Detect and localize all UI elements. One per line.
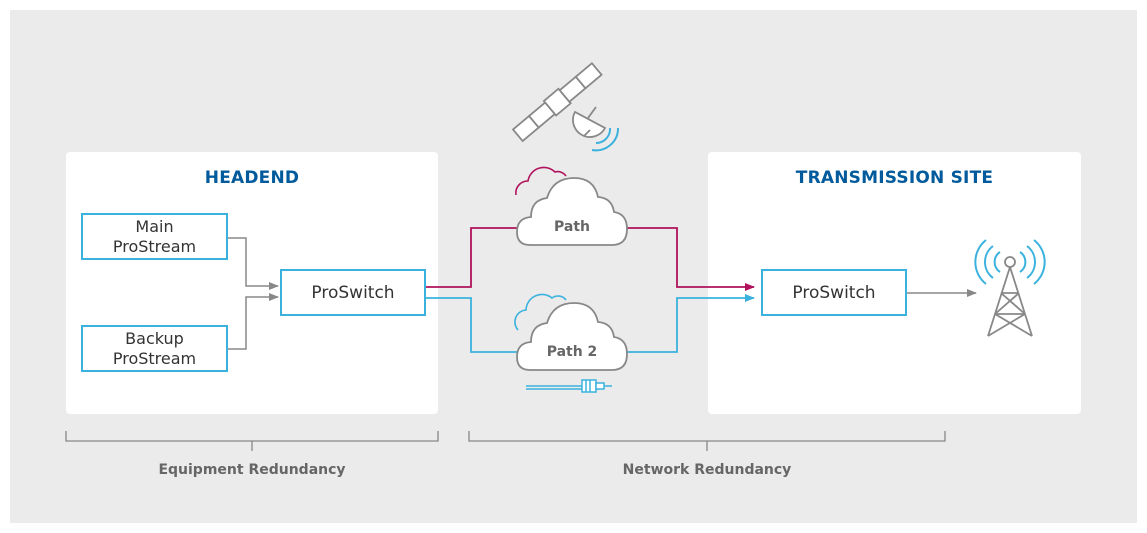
network-redundancy-bracket [468, 431, 946, 451]
cloud-icon [514, 293, 628, 371]
headend-proswitch-box: ProSwitch [280, 269, 426, 316]
path1-label: Path [554, 219, 590, 235]
headend-connectors [228, 237, 279, 350]
equipment-redundancy-bracket [65, 431, 439, 451]
fiber-cable-icon [526, 379, 612, 393]
transmission-proswitch-label: ProSwitch [792, 282, 876, 303]
backup-prostream-box: Backup ProStream [81, 325, 228, 372]
transmission-proswitch-box: ProSwitch [761, 269, 907, 316]
main-prostream-label-line1: Main [135, 216, 174, 236]
backup-prostream-label-line1: Backup [125, 328, 184, 348]
broadcast-tower-icon [974, 239, 1046, 337]
backup-prostream-label-line2: ProStream [112, 348, 197, 368]
path1-line [426, 227, 755, 291]
path2-line [426, 294, 755, 353]
cloud-icon [515, 166, 628, 246]
transmission-site-title: TRANSMISSION SITE [795, 168, 994, 188]
equipment-redundancy-label: Equipment Redundancy [158, 462, 346, 478]
network-redundancy-label: Network Redundancy [622, 462, 792, 478]
path2-label: Path 2 [546, 344, 598, 360]
main-prostream-label-line2: ProStream [112, 236, 197, 256]
headend-title: HEADEND [204, 168, 300, 188]
satellite-icon [511, 62, 607, 143]
headend-proswitch-label: ProSwitch [311, 282, 395, 303]
satellite-signal-icon [591, 127, 620, 152]
main-prostream-box: Main ProStream [81, 213, 228, 260]
